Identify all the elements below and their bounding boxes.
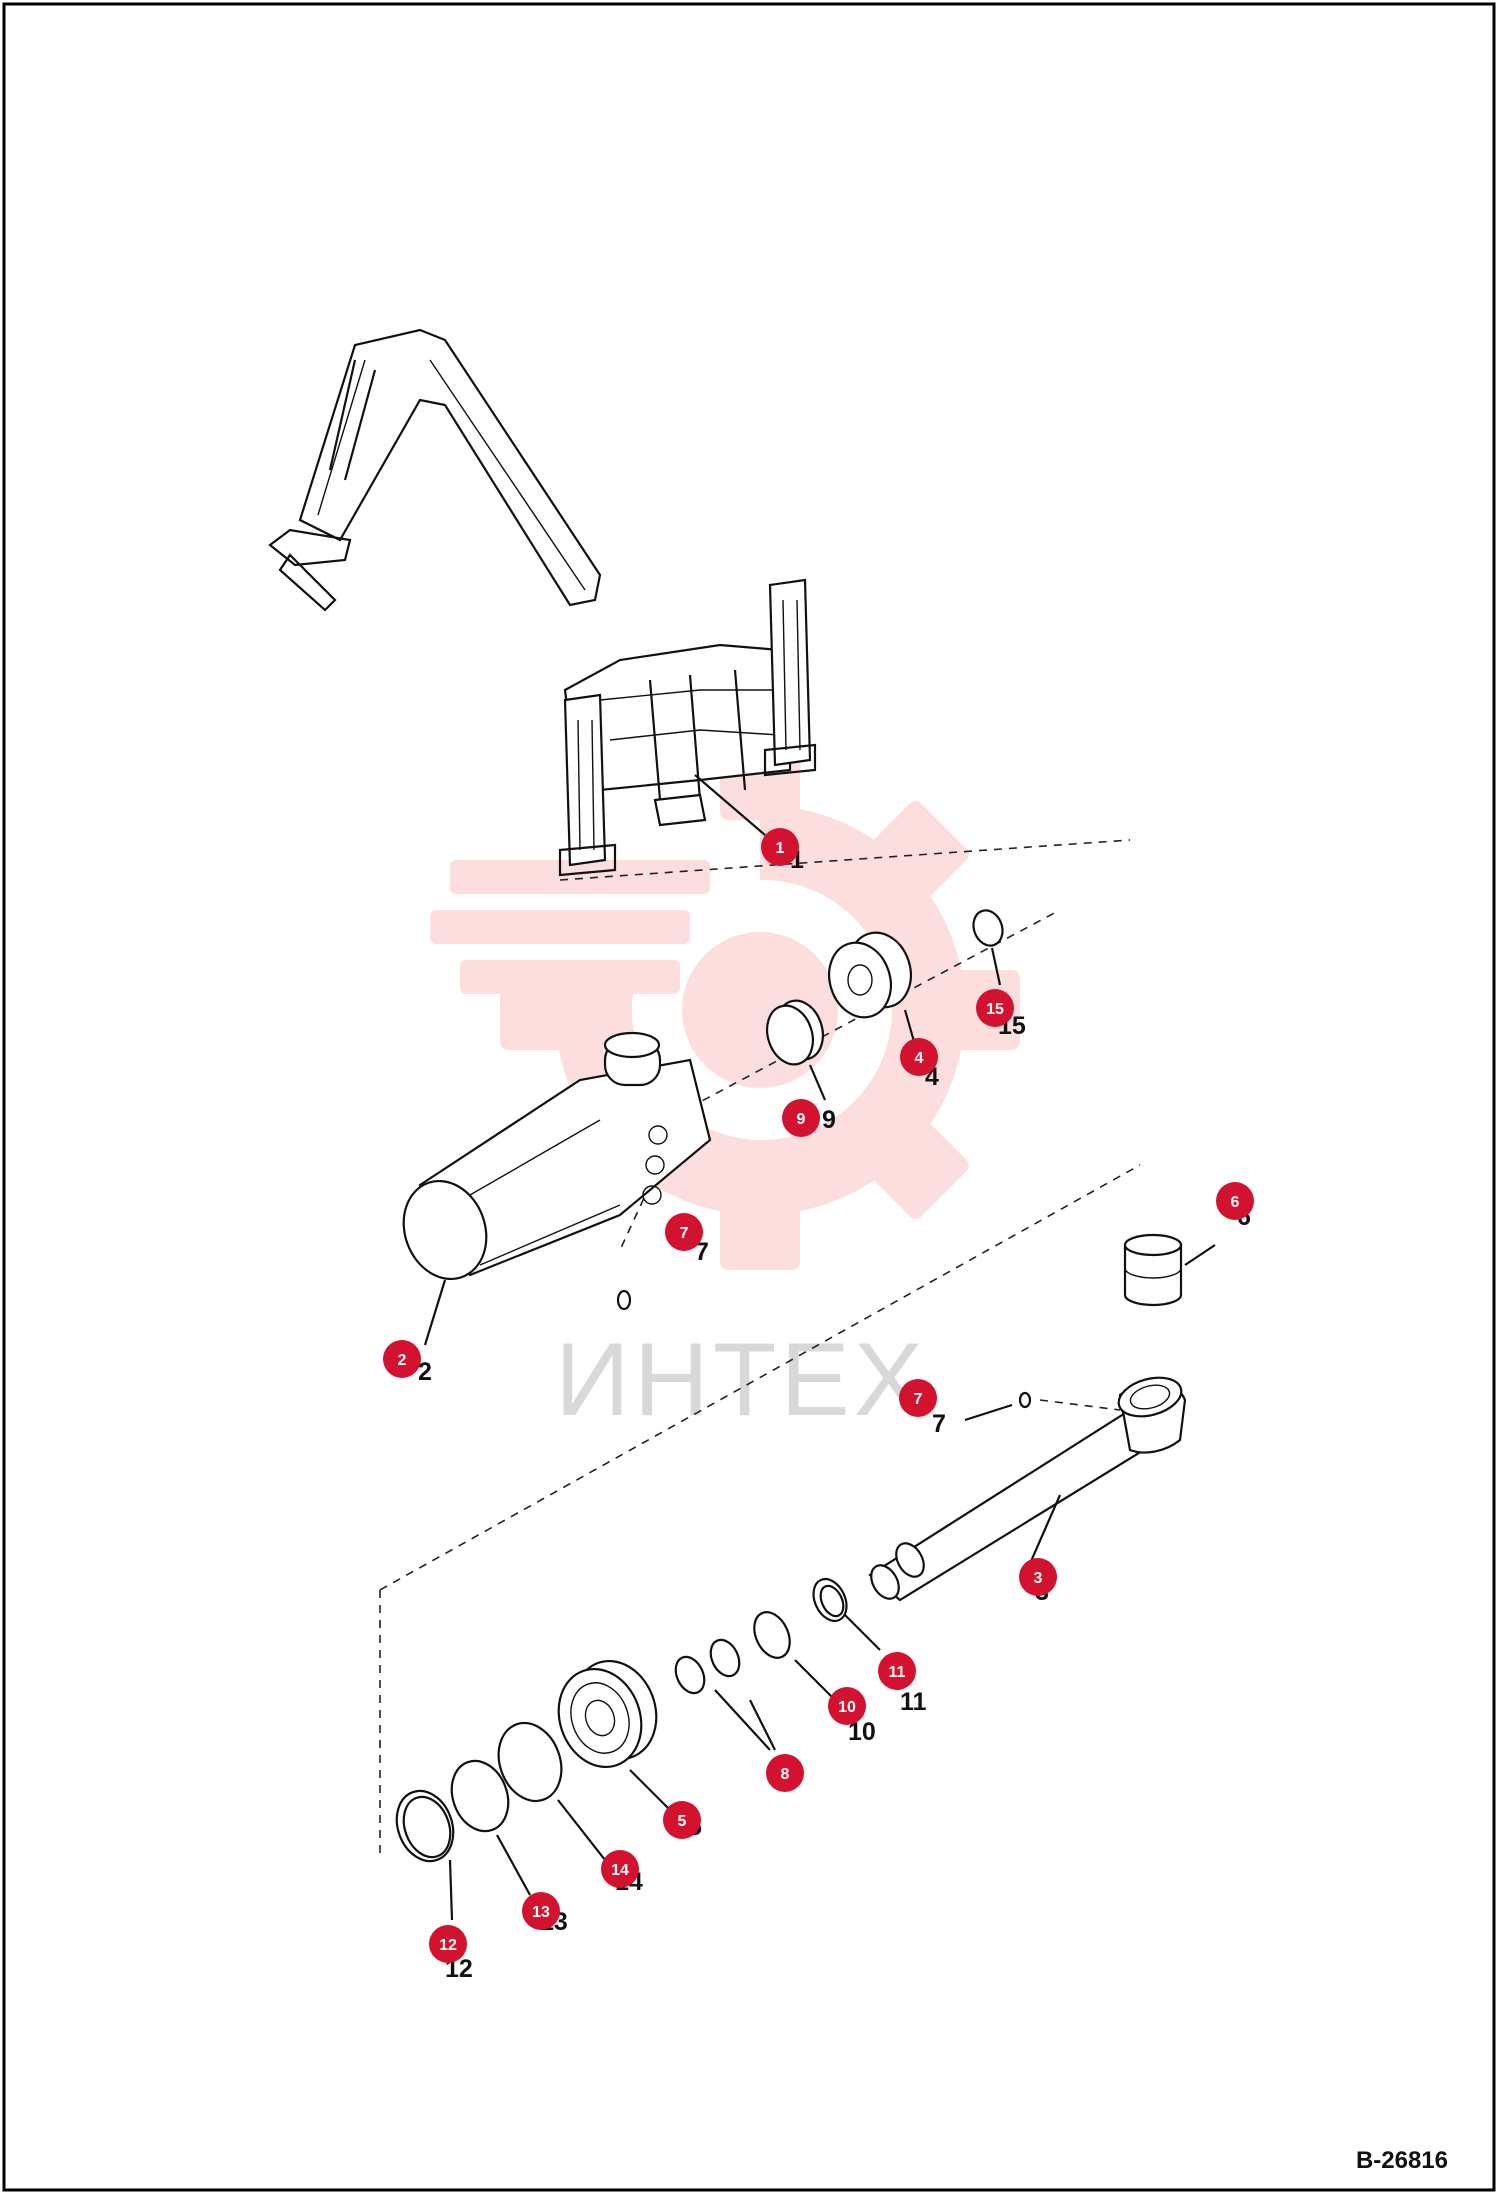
- callout-badge-11[interactable]: 11: [878, 1652, 916, 1690]
- label-7a: 7: [695, 1238, 709, 1266]
- svg-text:11: 11: [889, 1664, 906, 1681]
- part-11-ring-inner: [819, 1584, 845, 1618]
- svg-text:5: 5: [678, 1813, 687, 1830]
- svg-text:7: 7: [680, 1225, 689, 1242]
- part-4-gland: [828, 931, 912, 1019]
- callout-badge-10[interactable]: 10: [828, 1687, 866, 1725]
- svg-text:14: 14: [611, 1862, 629, 1879]
- callout-badge-13[interactable]: 13: [522, 1892, 560, 1930]
- svg-text:9: 9: [797, 1111, 806, 1128]
- part-3-rod: [868, 1376, 1187, 1602]
- callout-badge-14[interactable]: 14: [601, 1850, 639, 1888]
- axis-line-grease: [619, 1184, 651, 1251]
- backhoe-assembly: [268, 328, 817, 877]
- part-12-ring-inner: [402, 1795, 452, 1859]
- drawing-number: B-26816: [1356, 2147, 1448, 2174]
- svg-text:1: 1: [776, 840, 785, 857]
- svg-text:6: 6: [1231, 1194, 1240, 1211]
- svg-text:15: 15: [986, 1001, 1004, 1018]
- callout-badge-12[interactable]: 12: [429, 1925, 467, 1963]
- axis-line-mid: [609, 909, 1061, 1151]
- svg-text:4: 4: [915, 1050, 924, 1067]
- callout-badge-4[interactable]: 4: [900, 1038, 938, 1076]
- part-11-ring: [812, 1577, 848, 1623]
- part-5-piston: [557, 1659, 658, 1769]
- axis-line-top: [559, 839, 1131, 881]
- callout-badge-15[interactable]: 15: [976, 989, 1014, 1027]
- callout-badge-2[interactable]: 2: [383, 1340, 421, 1378]
- svg-text:7: 7: [914, 1391, 923, 1408]
- part-2-barrel: [402, 1031, 712, 1311]
- svg-text:8: 8: [781, 1766, 790, 1783]
- label-2: 2: [418, 1358, 432, 1386]
- leader-lines: [423, 774, 1216, 1921]
- callout-badge-7b[interactable]: 7: [899, 1379, 937, 1417]
- part-9-bushing: [766, 999, 824, 1066]
- callout-badge-8[interactable]: 8: [766, 1754, 804, 1792]
- part-13-ring: [450, 1759, 510, 1833]
- callout-badges: 1 2 3 4 5 6 7 7 8 9 10 11 12 13 14 15: [383, 828, 1254, 1963]
- label-7b: 7: [932, 1410, 946, 1438]
- part-10-ring: [753, 1611, 791, 1659]
- part-6-bushing: [1123, 1233, 1183, 1307]
- callout-badge-5[interactable]: 5: [663, 1801, 701, 1839]
- axis-line-grease-rod: [1039, 1399, 1121, 1411]
- part-12-ring: [395, 1789, 455, 1863]
- callout-badge-6[interactable]: 6: [1216, 1182, 1254, 1220]
- svg-text:3: 3: [1034, 1570, 1043, 1587]
- callout-badge-1[interactable]: 1: [761, 828, 799, 866]
- part-14-ring: [497, 1721, 563, 1803]
- label-11: 11: [900, 1688, 927, 1716]
- part-8-ring-b: [674, 1655, 706, 1695]
- svg-text:12: 12: [439, 1937, 457, 1954]
- watermark-text: ИНТЕХ: [555, 1322, 927, 1438]
- svg-text:10: 10: [838, 1699, 856, 1716]
- axis-line-bottom: [379, 1164, 1141, 1591]
- callout-badge-3[interactable]: 3: [1019, 1558, 1057, 1596]
- part-8-ring-a: [709, 1638, 741, 1678]
- svg-text:2: 2: [398, 1352, 407, 1369]
- part-15-snap-ring: [972, 909, 1004, 947]
- label-9: 9: [822, 1106, 836, 1134]
- callout-badge-9[interactable]: 9: [782, 1099, 820, 1137]
- svg-text:13: 13: [532, 1904, 550, 1921]
- callout-badge-7a[interactable]: 7: [665, 1213, 703, 1251]
